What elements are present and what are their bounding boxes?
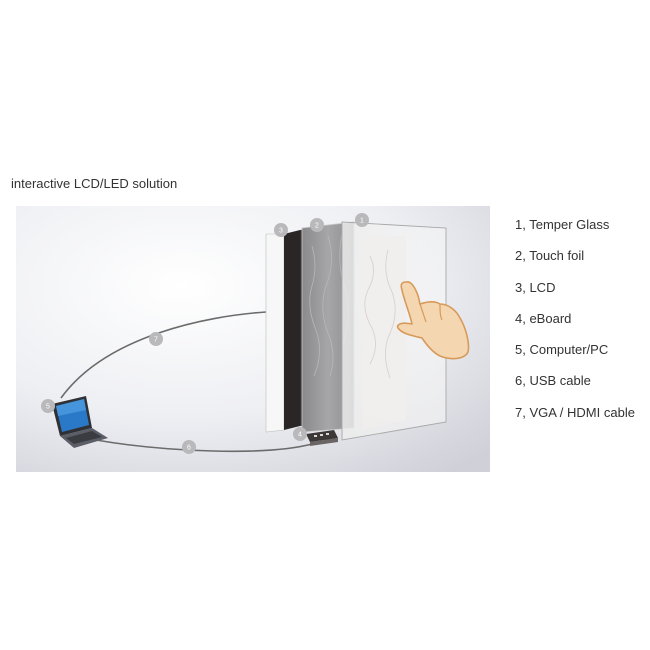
usb-cable: [95, 437, 335, 453]
callout-3-label: 3: [279, 228, 283, 235]
legend-item-temper-glass: 1, Temper Glass: [515, 217, 610, 232]
callout-1-label: 1: [360, 218, 364, 225]
legend-item-vga-hdmi-cable: 7, VGA / HDMI cable: [515, 404, 635, 420]
temper-glass-layer: [341, 221, 447, 441]
callout-4-label: 4: [298, 432, 302, 439]
callout-5-label: 5: [46, 404, 50, 411]
callout-7-label: 7: [154, 337, 158, 344]
eboard: [306, 430, 338, 446]
callout-2-label: 2: [315, 223, 319, 230]
component-legend: 1, Temper Glass 2, Touch foil 3, LCD 4, …: [515, 215, 635, 434]
page-title: interactive LCD/LED solution: [11, 176, 178, 191]
laptop-illustration: [52, 396, 108, 448]
legend-item-touch-foil: 2, Touch foil: [515, 248, 585, 264]
callout-2: 2: [310, 218, 324, 232]
callout-3: 3: [274, 223, 288, 237]
hand-illustration: [396, 281, 470, 360]
legend-item-lcd: 3, LCD: [515, 279, 556, 295]
callout-6-label: 6: [187, 445, 191, 452]
callout-6: 6: [182, 440, 196, 454]
callout-4: 4: [293, 427, 307, 441]
solution-diagram: 1 2 3 4 5 6 7: [16, 206, 490, 472]
callout-1: 1: [355, 213, 369, 227]
legend-item-eboard: 4, eBoard: [515, 310, 572, 326]
legend-item-computer-pc: 5, Computer/PC: [515, 342, 609, 358]
legend-item-usb-cable: 6, USB cable: [515, 373, 591, 389]
callout-5: 5: [41, 399, 55, 413]
callout-7: 7: [149, 332, 163, 346]
